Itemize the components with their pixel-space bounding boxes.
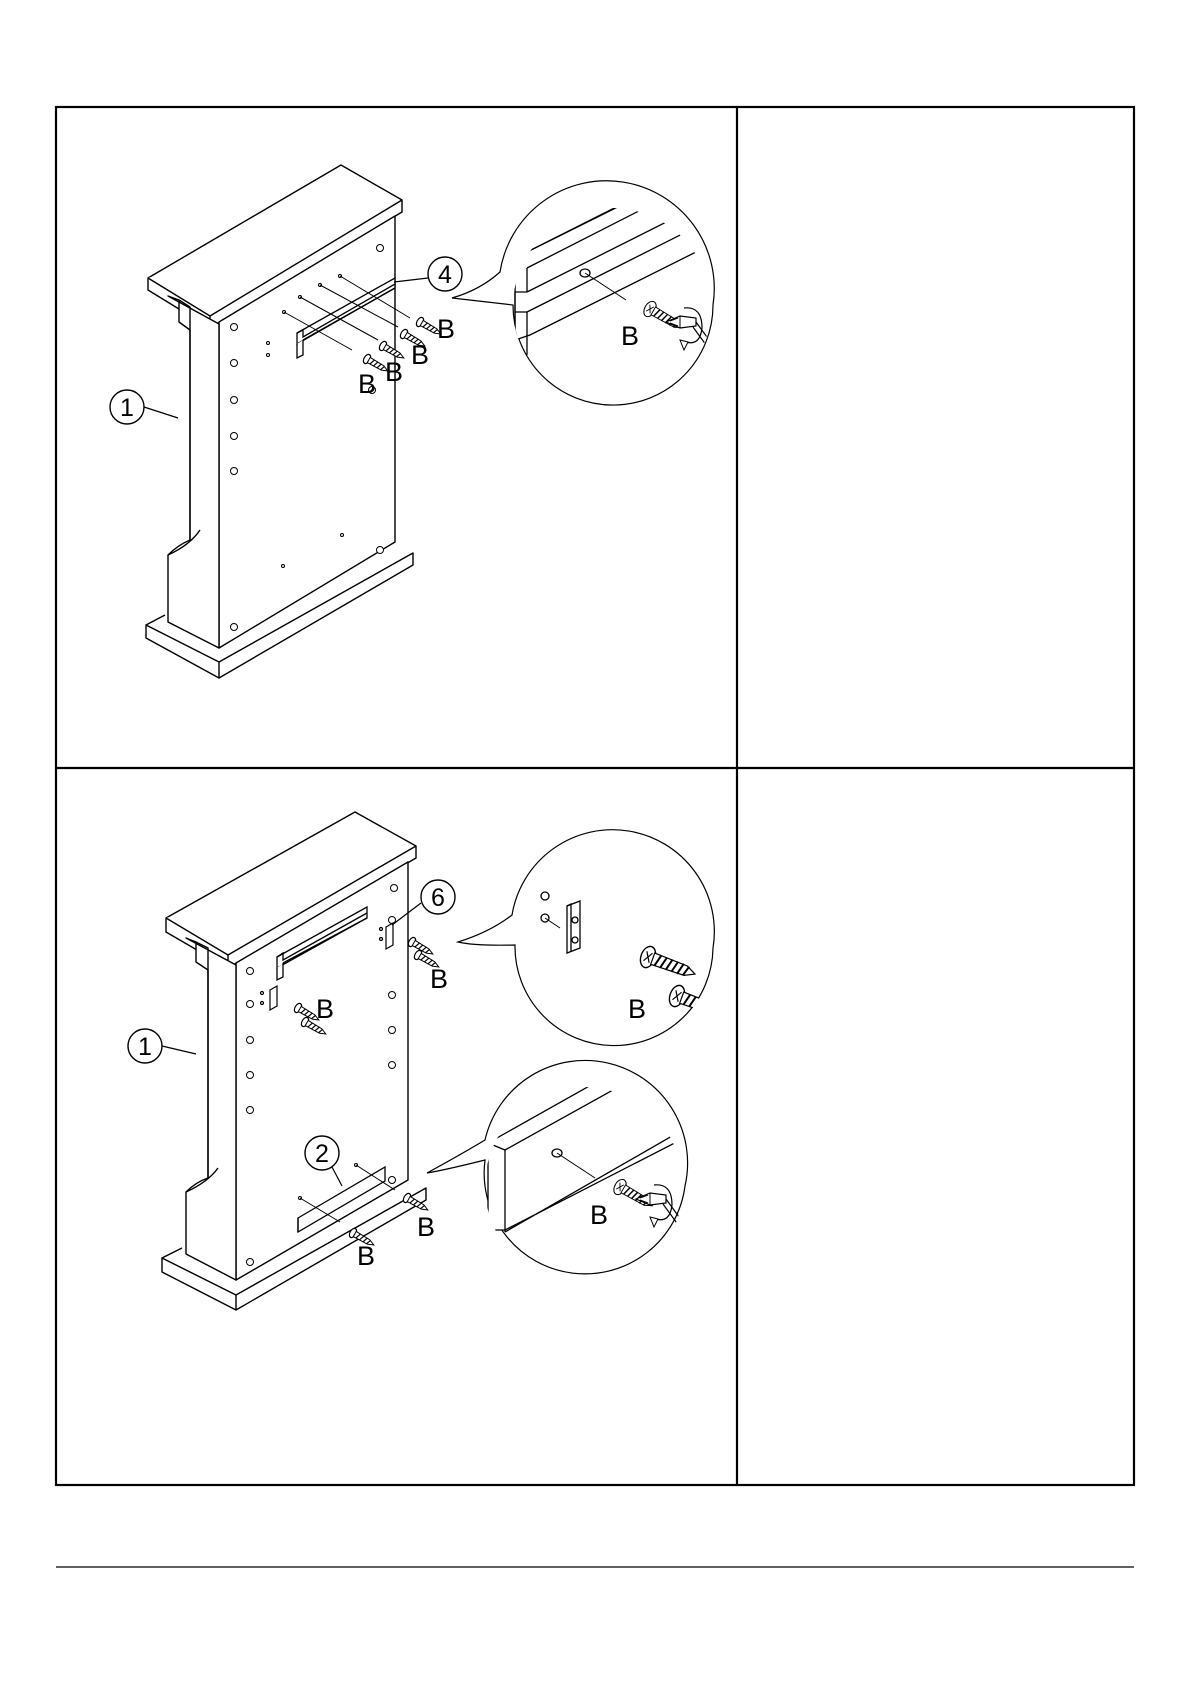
part-label-cabinet: 1 [120,394,134,422]
screw-label: B [411,340,429,370]
part-label-cabinet: 1 [138,1033,152,1061]
step2-part-1-callout: 1 [128,1029,196,1063]
screw-label: B [358,369,376,399]
screw-label: B [357,1241,375,1271]
step2-zoom-detail-top: B [458,830,728,1046]
step1-part-4-callout: 4 [394,257,462,291]
step2-cabinet [162,812,426,1310]
screw-label: B [385,357,403,387]
step1-zoom-detail: B [452,181,720,405]
step1-cabinet [146,165,413,678]
part-label-rail: 4 [438,261,452,289]
screw-label: B [430,964,448,994]
step1-part-1-callout: 1 [110,390,178,424]
part-label-bracket: 6 [431,884,445,912]
screw-label: B [316,994,334,1024]
screw-label: B [417,1212,435,1242]
zoom-screw-label: B [621,321,639,351]
part-label-bottom-rail: 2 [315,1140,329,1168]
zoom-bottom-screw-label: B [590,1200,608,1230]
zoom-top-screw-label: B [628,994,646,1024]
screw-label: B [437,314,455,344]
step2-zoom-detail-bottom: B [427,1060,700,1273]
